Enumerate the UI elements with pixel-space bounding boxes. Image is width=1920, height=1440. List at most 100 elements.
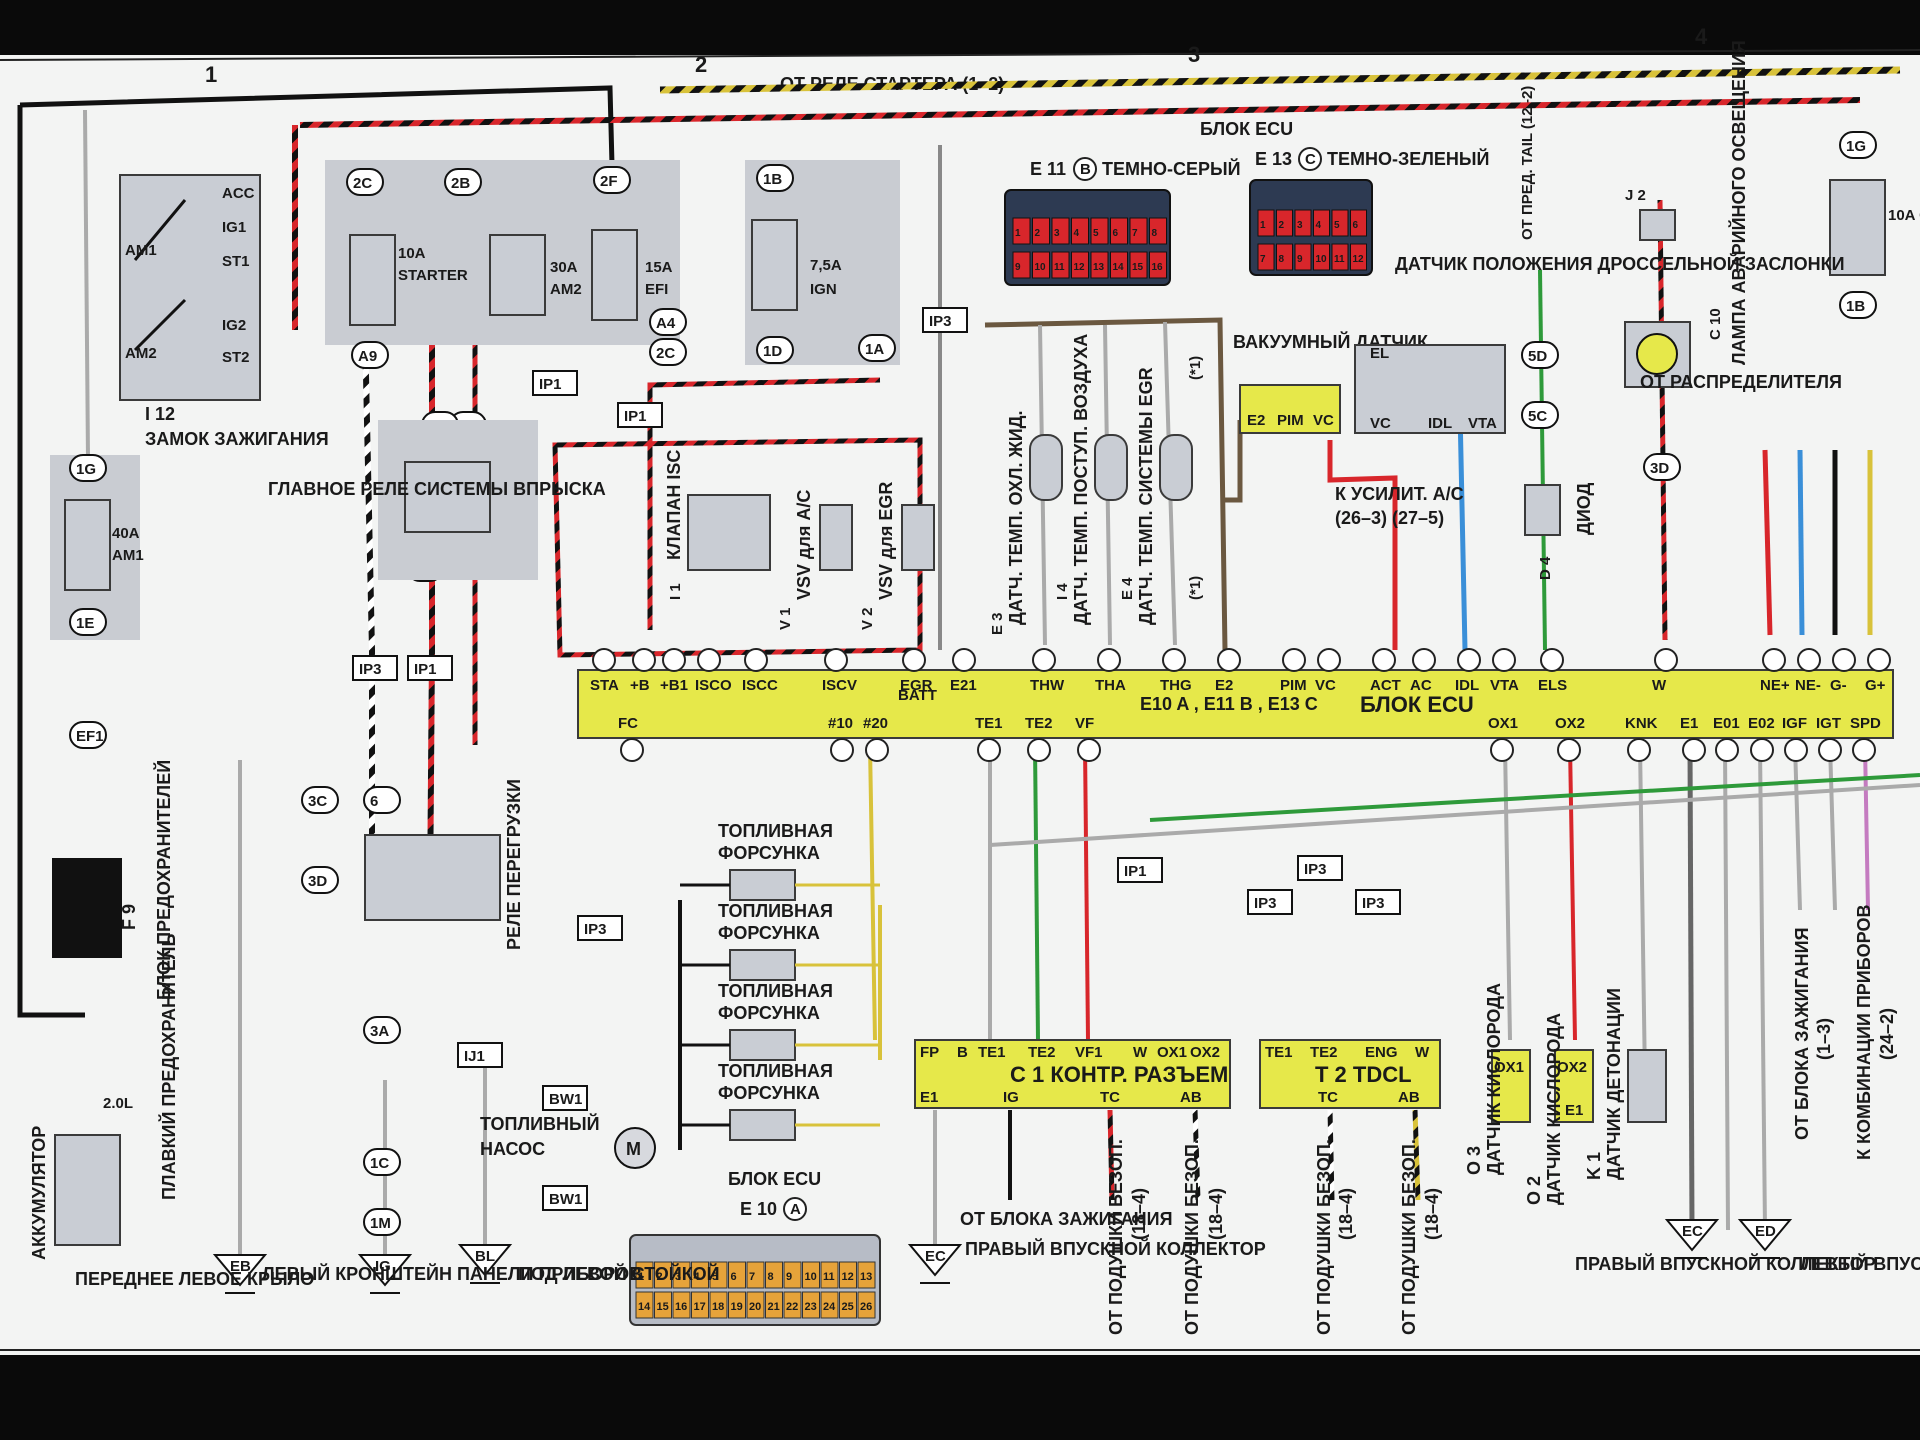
- injector-e10-letter: A: [790, 1201, 801, 1218]
- e11-cell-number: 11: [1054, 262, 1065, 273]
- e11-cell: [1032, 251, 1050, 279]
- ecu-bottom-pin-circle: [1077, 738, 1101, 762]
- e13-color: ТЕМНО-ЗЕЛЕНЫЙ: [1327, 148, 1489, 169]
- ecu-pin-circle: [1317, 648, 1341, 672]
- ecu-bottom-pin-label: E02: [1748, 715, 1775, 732]
- e10-cell-number: 3: [675, 1271, 681, 1283]
- ecu-codes: E10 A , E11 B , E13 C: [1140, 694, 1318, 714]
- e11-cell: [1071, 251, 1089, 279]
- e10-cell: [635, 1291, 654, 1319]
- e10-cell: [820, 1291, 839, 1319]
- connector-badge: [649, 308, 687, 336]
- diode-id: D 4: [1537, 556, 1554, 580]
- connector-badge: [858, 334, 896, 362]
- ign-ig2: IG2: [222, 317, 246, 334]
- e10-cell-number: 17: [694, 1301, 706, 1313]
- c1-body: [914, 1039, 1231, 1109]
- ecu-bottom-pin-label: E01: [1713, 715, 1740, 732]
- connector-badge: [756, 164, 794, 192]
- splice-badge-label: IP3: [1362, 895, 1385, 912]
- e11-cell-number: 3: [1054, 228, 1060, 239]
- ecu-pin-circle: [1372, 648, 1396, 672]
- e10-cell: [672, 1291, 691, 1319]
- ecu-bottom-pin-circle: [1715, 738, 1739, 762]
- vsv-ac: VSV для A/C V 1: [777, 490, 853, 630]
- main-relay-body: [404, 461, 491, 533]
- e11-cell: [1090, 217, 1109, 245]
- connector-badge: [649, 338, 687, 366]
- ground-symbol: [1737, 1219, 1793, 1252]
- ecu-pin-label: AC: [1410, 677, 1432, 694]
- connector-badges: 1G1EEF12C2B2F1BA92CA41D1A2EA5A13C3D63A1C…: [69, 131, 1877, 1236]
- e10-cell-number: 22: [786, 1301, 798, 1313]
- ground-bl-label: ПОД ЛЕВОЙ СТОЙКОЙ: [518, 1263, 720, 1284]
- e13-cell: [1313, 243, 1330, 271]
- ground-label: EC: [925, 1248, 946, 1265]
- e10-cell: [765, 1291, 783, 1319]
- splice-badge-label: IP1: [1124, 863, 1147, 880]
- ecu-bottom-pin-label: E1: [1680, 715, 1698, 732]
- connector-badge: [351, 341, 389, 369]
- ecu-pin-label: VC: [1315, 677, 1336, 694]
- e11-cell-number: 4: [1074, 228, 1080, 239]
- fuse-am2: [489, 234, 546, 316]
- ecu-bottom-pin-label: OX1: [1488, 715, 1518, 732]
- ecu-pin-label: +B1: [660, 677, 688, 694]
- e10-cell-number: 14: [638, 1301, 651, 1313]
- ecu-bottom-pin-label: OX2: [1555, 715, 1585, 732]
- injector-label-a: ТОПЛИВНАЯ: [718, 901, 833, 921]
- to-cluster-ref: (24–2): [1877, 1008, 1897, 1060]
- e10-cell-number: 4: [694, 1271, 701, 1283]
- splice-badge: [352, 655, 398, 681]
- e13-cell-number: 9: [1297, 254, 1303, 265]
- injector-ecu-label: БЛОК ECU: [728, 1169, 821, 1189]
- ac-amp-label: К УСИЛИТ. A/C: [1335, 484, 1464, 504]
- t2-top-pin: W: [1415, 1044, 1430, 1061]
- connector-badge-label: 1G: [76, 461, 96, 478]
- from-ign: ОТ БЛОКА ЗАЖИГАНИЯ: [1792, 927, 1812, 1140]
- ecu-pin-label: ISCC: [742, 677, 778, 694]
- egr-temp-id: E 4: [1119, 577, 1136, 600]
- e13-letter: C: [1305, 151, 1316, 168]
- splice-badge-label: IP3: [1304, 861, 1327, 878]
- ecu-pin-label: ELS: [1538, 677, 1567, 694]
- fuse-gau-label: 10A GAU: [1888, 207, 1920, 224]
- ecu-bar-title: БЛОК ECU: [1360, 692, 1474, 717]
- e10-cell: [654, 1291, 672, 1319]
- ground-label: BL: [475, 1248, 495, 1265]
- ecu-pin-label: STA: [590, 677, 619, 694]
- vsv-egr-body: [901, 504, 935, 571]
- e10-cell: [783, 1261, 802, 1289]
- e13-cell: [1276, 243, 1293, 271]
- ecu-pin-label: +B: [630, 677, 650, 694]
- ecu-pin-circle: [952, 648, 976, 672]
- fuel-pump: ТОПЛИВНЫЙ НАСОС M: [480, 1113, 656, 1169]
- battery: АККУМУЛЯТОР 2.0L ПЛАВКИЙ ПРЕДОХРАНИТЕЛЬ: [29, 933, 179, 1260]
- splice-badge-label: IP3: [1254, 895, 1277, 912]
- ecu-bottom-pin-circle: [1784, 738, 1808, 762]
- e10-cell: [802, 1261, 820, 1289]
- ecu-pin-circle: [632, 648, 656, 672]
- fuse-efi-amp: 15A: [645, 259, 673, 276]
- connector-badge: [1839, 291, 1877, 319]
- ecu-pin-label: ACT: [1370, 677, 1401, 694]
- e13-cell: [1276, 209, 1293, 237]
- connector-badge-label: 1C: [370, 1155, 389, 1172]
- connector-badge-label: EF1: [76, 728, 104, 745]
- ox2-body: [1554, 1049, 1594, 1123]
- lamp-id: C 10: [1707, 308, 1724, 340]
- e11-cell-number: 9: [1015, 262, 1021, 273]
- vsv-egr-label: VSV для EGR: [876, 482, 896, 600]
- egr-temp-label: ДАТЧ. ТЕМП. СИСТЕМЫ EGR: [1136, 367, 1156, 625]
- fusible-value: 2.0L: [103, 1095, 133, 1112]
- e10-cell-number: 23: [805, 1301, 817, 1313]
- ign-ig1: IG1: [222, 219, 246, 236]
- isc-valve: КЛАПАН ISC I 1: [664, 450, 771, 600]
- splice-badge: [457, 1042, 503, 1068]
- e11-color: ТЕМНО-СЕРЫЙ: [1102, 158, 1241, 179]
- e11-cell-number: 16: [1152, 262, 1164, 273]
- splice-badge-label: IP3: [584, 921, 607, 938]
- splice-badge: [542, 1085, 588, 1111]
- airbag-ref-4: (18–4): [1422, 1188, 1442, 1240]
- ecu-pin-circle: [1654, 648, 1678, 672]
